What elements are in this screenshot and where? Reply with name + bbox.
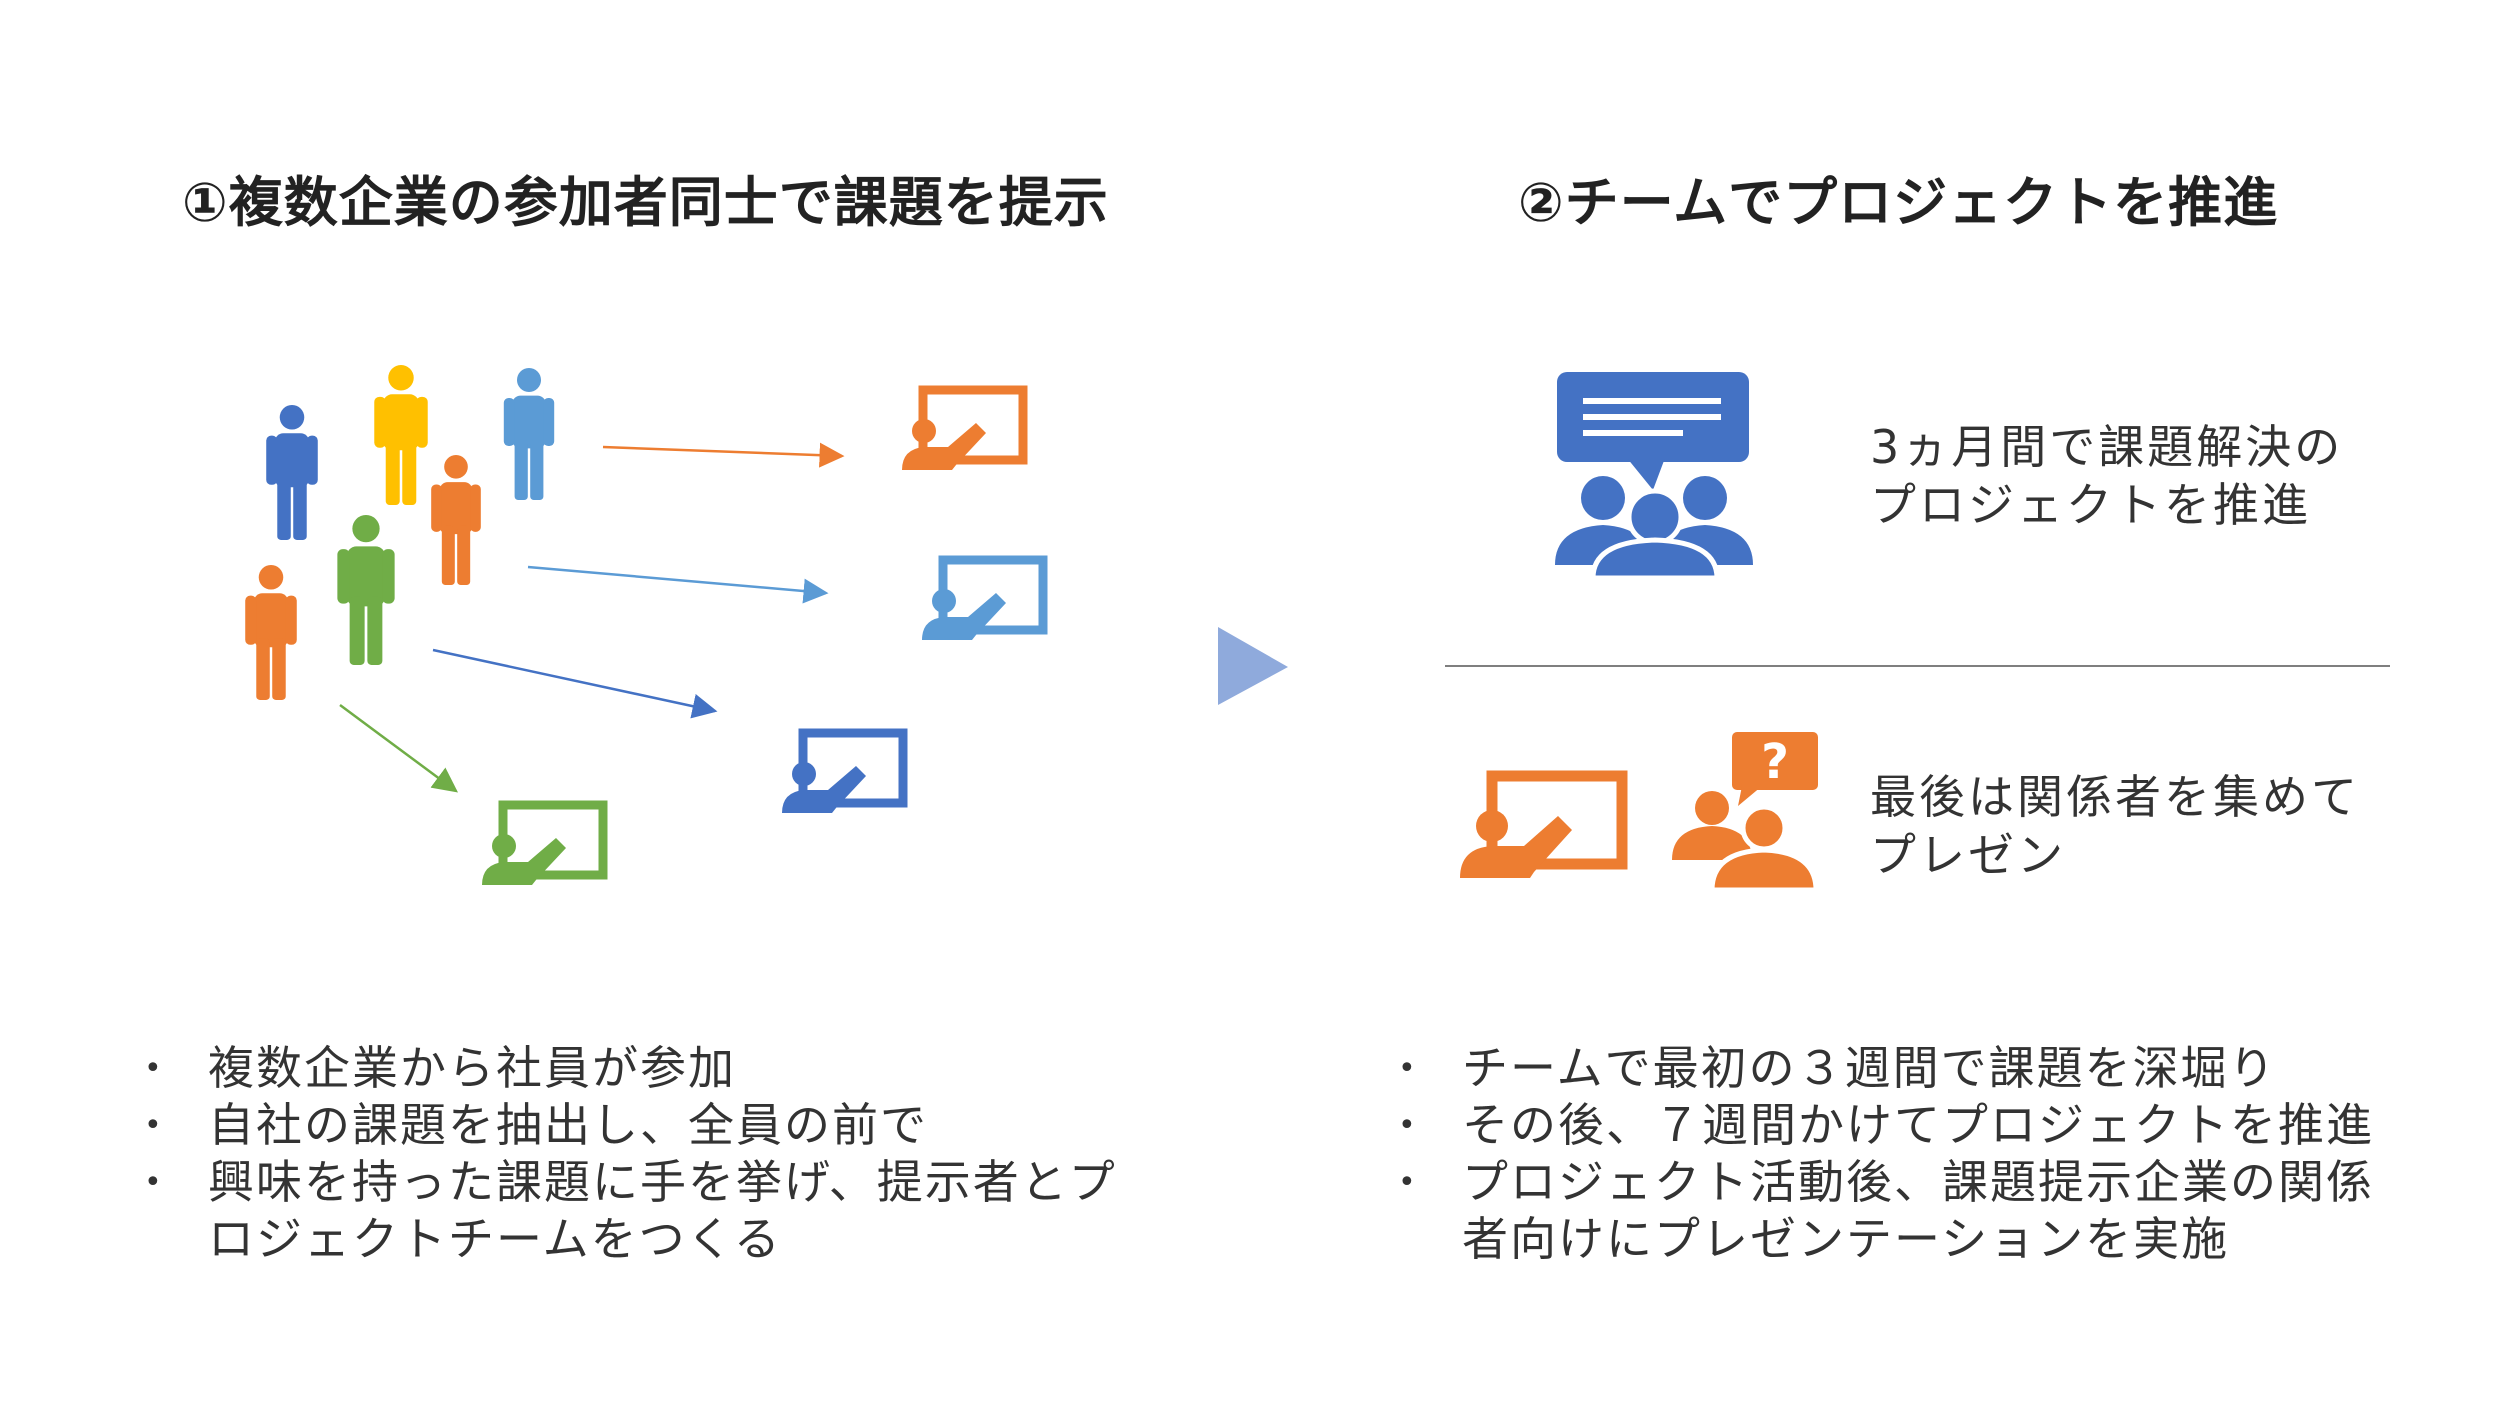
person-icon — [337, 515, 395, 665]
list-item: •興味を持った課題に手を挙げ、提示者とプ — [144, 1155, 1117, 1209]
list-item: •複数企業から社員が参加 — [144, 1041, 736, 1095]
presenter-board-icon — [782, 733, 903, 813]
svg-text:?: ? — [1761, 734, 1789, 790]
left-bullet-list: •複数企業から社員が参加 •自社の課題を抽出し、全員の前で •興味を持った課題に… — [144, 1040, 1117, 1268]
person-icon — [266, 405, 318, 540]
arrow-blue — [432, 648, 718, 719]
presenter-board-icon — [1460, 770, 1628, 878]
participants-diagram — [245, 365, 1250, 960]
list-item-continuation: 者向けにプレゼンテーションを実施 — [1462, 1212, 2230, 1266]
arrow-orange — [602, 442, 845, 468]
right-bullet-list: •チームで最初の３週間で課題を深堀り •その後、７週間かけてプロジェクトを推進 … — [1398, 1040, 2374, 1268]
presenter-board-icon — [482, 805, 603, 885]
arrow-lightblue — [527, 565, 829, 604]
list-item-continuation: ロジェクトチームをつくる — [208, 1212, 782, 1266]
left-heading: ①複数企業の参加者同士で課題を提示 — [182, 171, 1109, 234]
block2-line2: プレゼン — [1870, 828, 2066, 882]
block2-line1: 最後は関係者を集めて — [1870, 770, 2360, 824]
next-arrow-icon — [1218, 627, 1288, 705]
presenter-board-icon — [902, 390, 1023, 470]
block1-line2: プロジェクトを推進 — [1870, 478, 2311, 532]
person-icon — [431, 455, 481, 585]
person-icon — [245, 565, 297, 700]
right-heading: ②チームでプロジェクトを推進 — [1518, 171, 2279, 234]
person-icon — [503, 368, 555, 500]
arrow-green — [339, 703, 459, 793]
list-item: •チームで最初の３週間で課題を深堀り — [1398, 1041, 2277, 1095]
divider — [1445, 665, 2390, 667]
question-group-icon: ? — [1672, 732, 1819, 893]
person-icon — [374, 365, 428, 505]
meeting-chat-icon — [1555, 372, 1753, 581]
block1-line1: 3ヵ月間で課題解決の — [1870, 420, 2344, 474]
list-item: •その後、７週間かけてプロジェクトを推進 — [1398, 1098, 2374, 1152]
presenter-board-icon — [922, 560, 1043, 640]
list-item: •プロジェクト活動後、課題提示企業の関係 — [1398, 1155, 2374, 1209]
list-item: •自社の課題を抽出し、全員の前で — [144, 1098, 928, 1152]
